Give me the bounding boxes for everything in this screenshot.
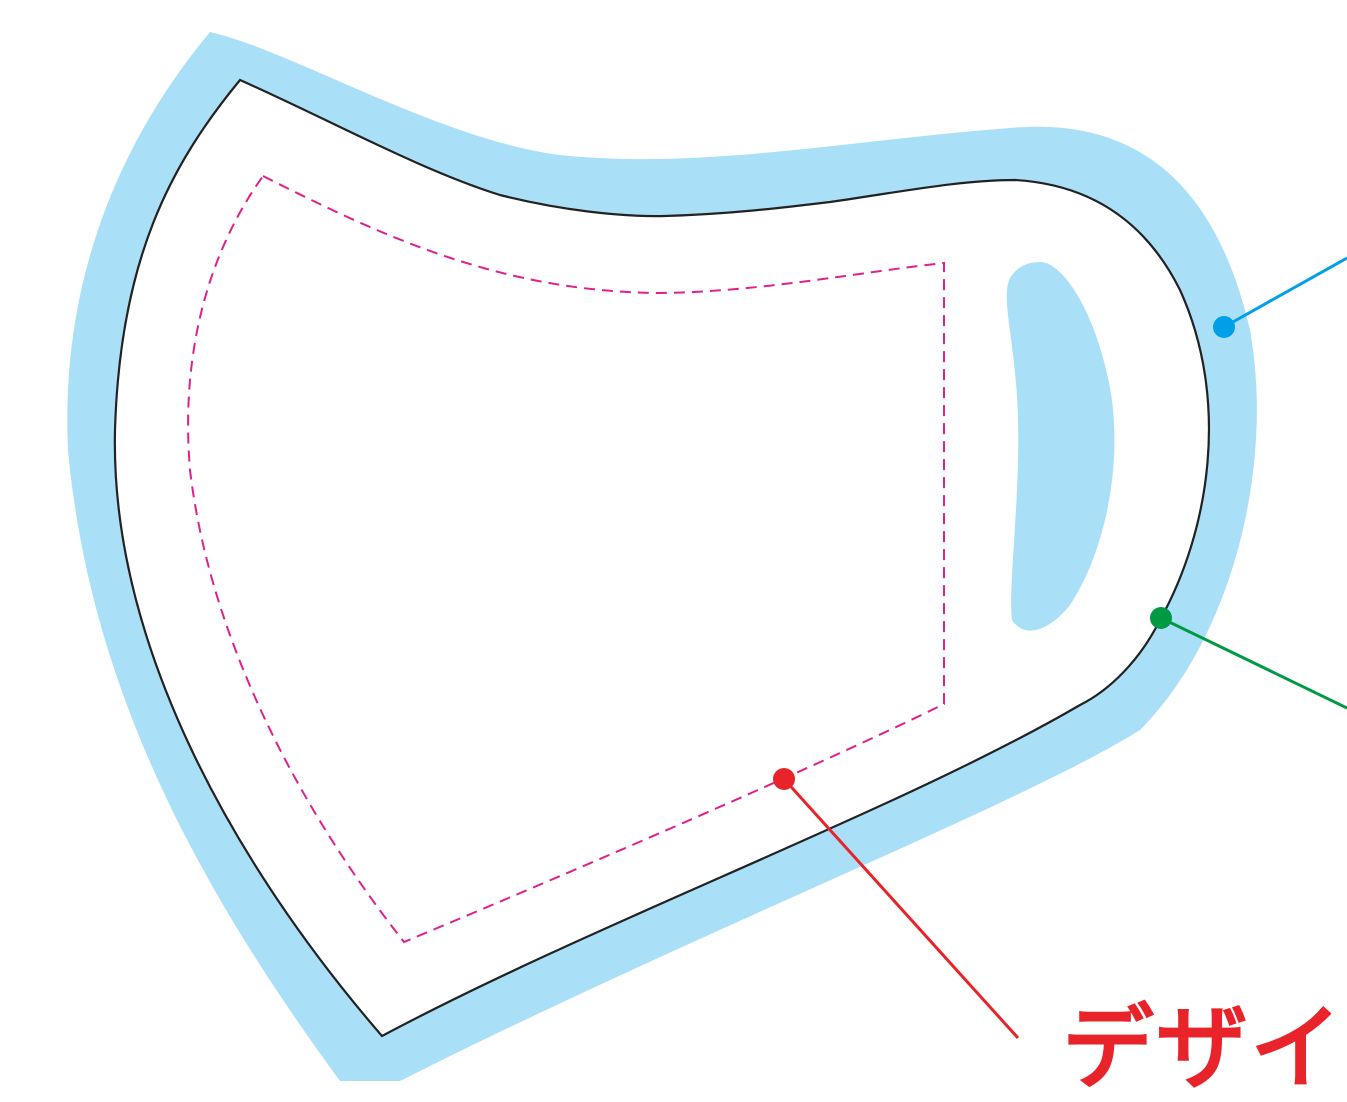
design-label: デザイ xyxy=(1062,995,1345,1102)
design-marker-dot xyxy=(773,768,795,790)
design-leader-line xyxy=(782,777,1020,1040)
trim-marker-dot xyxy=(1150,607,1172,629)
trim-line xyxy=(113,78,1211,1038)
trim-leader-line xyxy=(1160,616,1347,710)
bleed-leader-line xyxy=(1223,256,1347,329)
safe-design-area xyxy=(187,174,945,944)
bleed-marker-dot xyxy=(1213,316,1235,338)
ear-slot xyxy=(1006,262,1115,631)
mask-body xyxy=(114,80,1209,1036)
